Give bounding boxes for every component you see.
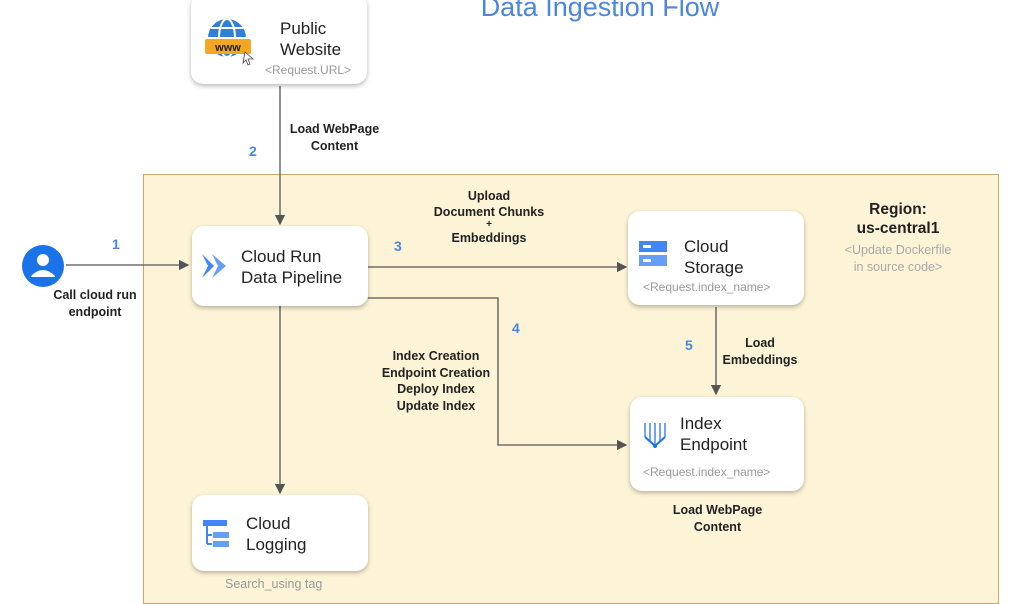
cloud-storage-sub: <Request.index_name> <box>643 280 771 294</box>
public-website-title-line2: Website <box>280 40 342 59</box>
step-4-label-line2: Endpoint Creation <box>381 365 491 380</box>
step-2-label: Load WebPage Content <box>272 121 397 154</box>
step-4-label-line3: Deploy Index <box>397 382 475 396</box>
index-endpoint-sub: <Request.index_name> <box>643 465 771 479</box>
region-note-line2: in source code> <box>853 260 943 274</box>
step-3-number: 3 <box>394 238 402 254</box>
cloud-logging-card[interactable]: Cloud Logging <box>192 495 368 571</box>
step-1-number: 1 <box>112 236 120 252</box>
public-website-sub: <Request.URL> <box>265 63 352 77</box>
cloud-run-title-line2: Data Pipeline <box>241 268 343 287</box>
bottom-label-line2: Content <box>693 519 742 534</box>
index-endpoint-title-line2: Endpoint <box>680 435 748 454</box>
svg-text:www: www <box>214 42 241 54</box>
cloud-run-icon <box>202 254 226 278</box>
cloud-run-card[interactable]: Cloud Run Data Pipeline <box>192 226 368 306</box>
arrow-cloudrun-to-index <box>368 297 628 451</box>
cloud-storage-title-line1: Cloud <box>684 237 729 256</box>
step-3-label-line1: Upload <box>467 189 511 203</box>
globe-www-icon: www <box>205 18 255 66</box>
step-2-label-line1: Load WebPage <box>289 122 380 136</box>
user-label-line1: Call cloud run <box>53 288 137 302</box>
step-5-label-line1: Load <box>745 336 775 350</box>
cloud-logging-title-line1: Cloud <box>246 514 291 533</box>
cloud-run-title-line1: Cloud Run <box>241 247 322 266</box>
step-2-number: 2 <box>249 143 257 159</box>
cloud-logging-icon <box>203 520 229 547</box>
vertex-index-icon <box>644 423 666 448</box>
step-5-label-line2: Embeddings <box>722 352 798 367</box>
cloud-storage-icon <box>639 241 667 266</box>
step-4-label: Index Creation Endpoint Creation Deploy … <box>371 348 501 414</box>
connector-lines <box>66 86 722 495</box>
diagram-title: Data Ingestion Flow <box>480 0 720 22</box>
cloud-logging-sub: Search_using tag <box>225 577 323 591</box>
region-label-line2: us-central1 <box>856 220 940 237</box>
region-label: Region: us-central1 <box>838 200 958 238</box>
step-5-label: Load Embeddings <box>710 335 810 368</box>
index-endpoint-title-line1: Index <box>680 414 722 433</box>
step-4-number: 4 <box>512 320 520 336</box>
index-endpoint-card[interactable]: Index Endpoint <Request.index_name> <box>630 397 804 491</box>
public-website-title-line1: Public <box>280 19 327 38</box>
user-label: Call cloud run endpoint <box>40 287 150 320</box>
bottom-label: Load WebPage Content <box>655 502 780 535</box>
step-3-label: Upload Document Chunks + Embeddings <box>414 188 564 246</box>
public-website-card[interactable]: www Public Website <Request.URL> <box>191 0 367 84</box>
user-label-line2: endpoint <box>68 304 122 319</box>
cloud-storage-title-line2: Storage <box>684 258 744 277</box>
cloud-storage-card[interactable]: Cloud Storage <Request.index_name> <box>628 211 804 305</box>
step-2-label-line2: Content <box>310 138 359 153</box>
step-3-label-line4: Embeddings <box>451 231 527 245</box>
step-5-number: 5 <box>685 337 693 353</box>
step-4-label-line1: Index Creation <box>392 349 480 363</box>
step-4-label-line4: Update Index <box>396 398 476 413</box>
user-icon[interactable] <box>21 244 65 288</box>
bottom-label-line1: Load WebPage <box>672 503 763 517</box>
region-note: <Update Dockerfile in source code> <box>828 242 968 276</box>
region-label-line1: Region: <box>869 201 927 218</box>
step-3-label-line2: Document Chunks <box>433 205 545 219</box>
step-3-label-line3: + <box>486 219 492 230</box>
cloud-logging-title-line2: Logging <box>246 535 307 554</box>
region-note-line1: <Update Dockerfile <box>844 243 952 257</box>
